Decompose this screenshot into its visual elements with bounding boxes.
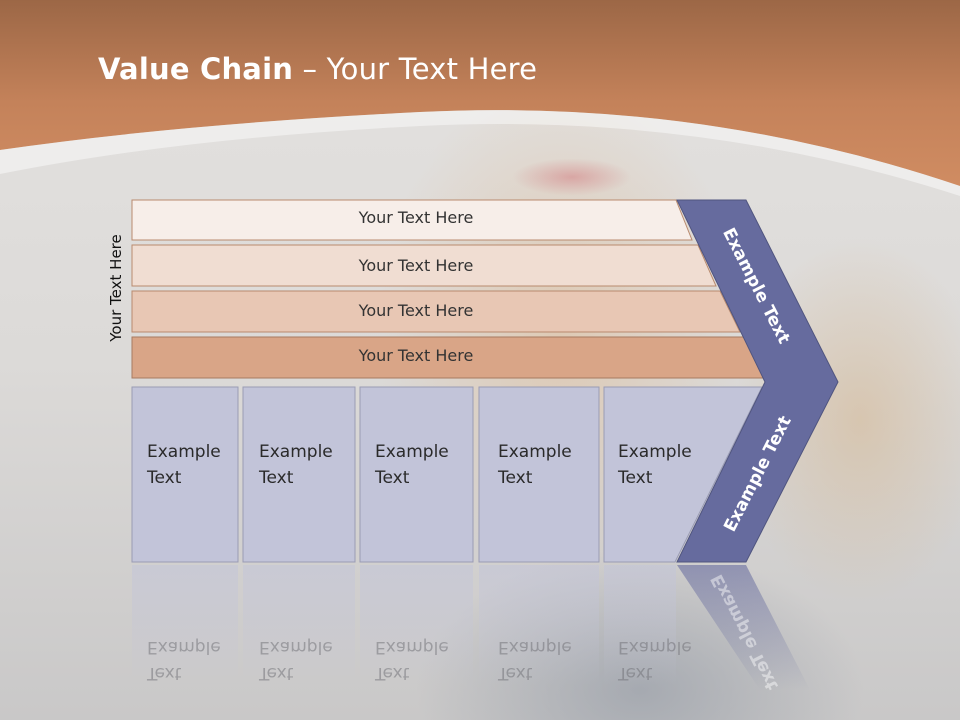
- box-5-shape: [603, 386, 763, 563]
- chevron-shape: [676, 199, 839, 563]
- chevron-reflection: [677, 565, 810, 690]
- box-3-shape: [359, 386, 474, 563]
- box-1-label: Example Text: [147, 439, 221, 491]
- box-5-reflection-label: Text Example: [618, 634, 692, 686]
- box-3-line2: Text: [375, 468, 410, 488]
- box-2-reflection: [243, 565, 355, 685]
- box-4-label: Example Text: [498, 439, 572, 491]
- box-5-line2: Text: [618, 468, 653, 488]
- box-1-reflection-label: Text Example: [147, 634, 221, 686]
- box-5-label: Example Text: [618, 439, 692, 491]
- box-3-line1: Example: [375, 442, 449, 462]
- box-1-reflection-line2: Text: [147, 663, 182, 683]
- box-4-line1: Example: [498, 442, 572, 462]
- row-2-shape: [131, 244, 717, 287]
- box-4-shape: [478, 386, 600, 563]
- slide-title: Value Chain – Your Text Here: [98, 52, 537, 86]
- box-2-line2: Text: [259, 468, 294, 488]
- box-4-reflection: [479, 565, 599, 685]
- box-3-label: Example Text: [375, 439, 449, 491]
- row-1-label: Your Text Here: [358, 208, 474, 227]
- banner-shape: [0, 0, 960, 186]
- background-photo-detail: [512, 158, 632, 196]
- box-4-reflection-label: Text Example: [498, 634, 572, 686]
- box-2-reflection-line2: Text: [259, 663, 294, 683]
- box-3-reflection-line1: Example: [375, 637, 449, 657]
- banner-highlight: [0, 110, 960, 196]
- box-1-line2: Text: [147, 468, 182, 488]
- box-2-shape: [242, 386, 356, 563]
- box-1-shape: [131, 386, 239, 563]
- box-5-reflection: [604, 565, 676, 685]
- row-3-label: Your Text Here: [358, 301, 474, 320]
- row-3-shape: [131, 290, 741, 333]
- box-3-reflection: [360, 565, 473, 685]
- box-4-reflection-line1: Example: [498, 637, 572, 657]
- box-1-reflection: [132, 565, 238, 685]
- box-1-line1: Example: [147, 442, 221, 462]
- box-1-reflection-line1: Example: [147, 637, 221, 657]
- box-3-reflection-line2: Text: [375, 663, 410, 683]
- box-3-reflection-label: Text Example: [375, 634, 449, 686]
- box-5-line1: Example: [618, 442, 692, 462]
- box-2-reflection-label: Text Example: [259, 634, 333, 686]
- row-2-label: Your Text Here: [358, 256, 474, 275]
- box-2-reflection-line1: Example: [259, 637, 333, 657]
- box-5-reflection-line1: Example: [618, 637, 692, 657]
- box-2-line1: Example: [259, 442, 333, 462]
- box-5-reflection-line2: Text: [618, 663, 653, 683]
- row-1-shape: [131, 199, 693, 241]
- box-4-reflection-line2: Text: [498, 663, 533, 683]
- title-bold: Value Chain: [98, 52, 294, 86]
- title-rest: – Your Text Here: [293, 52, 538, 86]
- box-2-label: Example Text: [259, 439, 333, 491]
- row-4-label: Your Text Here: [358, 346, 474, 365]
- box-4-line2: Text: [498, 468, 533, 488]
